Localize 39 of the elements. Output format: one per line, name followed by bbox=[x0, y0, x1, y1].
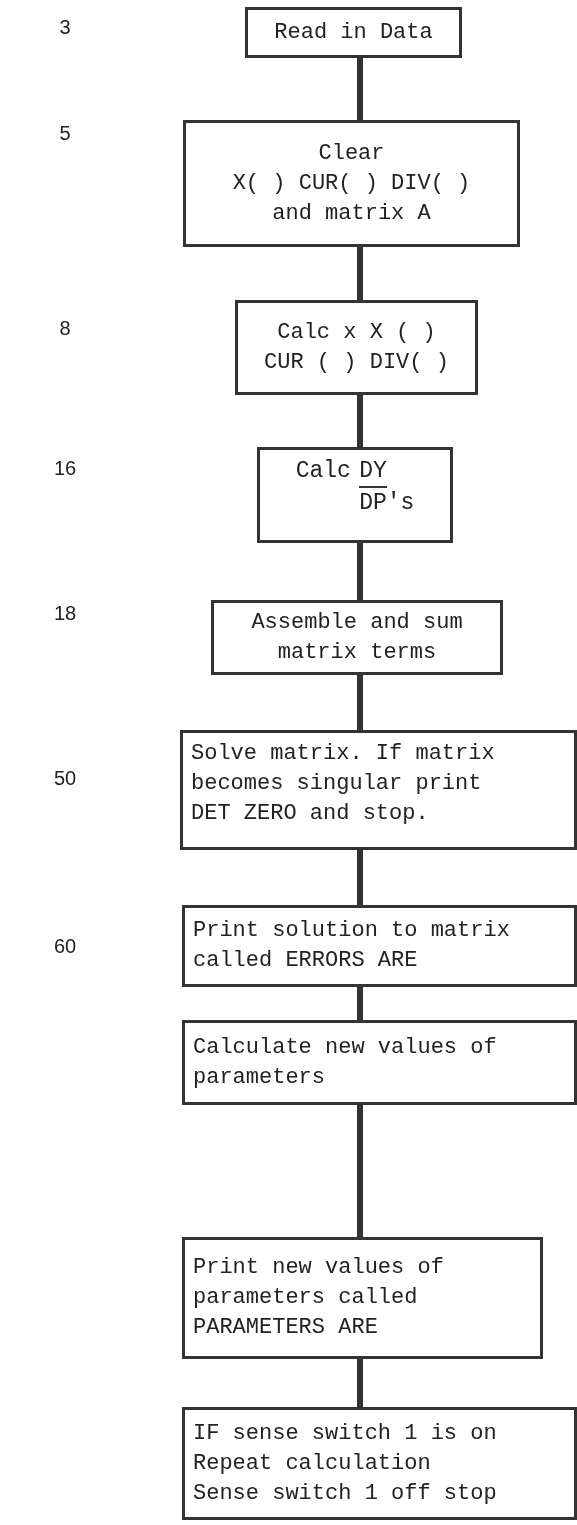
step-text: Read in Data bbox=[274, 18, 433, 47]
connector-line bbox=[357, 1359, 363, 1407]
line-number: 8 bbox=[58, 317, 72, 340]
process-box bbox=[211, 600, 503, 675]
process-box bbox=[245, 7, 462, 58]
process-box bbox=[183, 120, 520, 247]
line-number: 50 bbox=[52, 767, 78, 790]
process-box bbox=[182, 1020, 577, 1105]
step-text: Solve matrix. If matrix becomes singular print DET ZERO and stop. bbox=[191, 740, 496, 828]
connector-line bbox=[357, 247, 363, 300]
step-text: Clear bbox=[318, 139, 385, 168]
line-number: 3 bbox=[58, 16, 72, 39]
line-number: 18 bbox=[52, 602, 78, 625]
connector-line bbox=[357, 987, 363, 1020]
process-box bbox=[257, 447, 453, 543]
process-box bbox=[180, 730, 577, 850]
line-number: 5 bbox=[58, 122, 72, 145]
connector-line bbox=[357, 675, 363, 730]
step-text: Calc bbox=[295, 457, 351, 486]
connector-line bbox=[357, 58, 363, 120]
step-text: Assemble and sum matrix terms bbox=[250, 608, 464, 667]
step-text: X( ) CUR( ) DIV( ) and matrix A bbox=[231, 169, 472, 228]
process-box bbox=[182, 1237, 543, 1359]
connector-line bbox=[357, 395, 363, 447]
step-text: Calculate new values of parameters bbox=[193, 1033, 498, 1092]
fraction-denominator: DP's bbox=[359, 489, 415, 518]
step-text: Print new values of parameters called PARAMETERS ARE bbox=[193, 1254, 445, 1342]
process-box bbox=[182, 905, 577, 987]
fraction-numerator: DY bbox=[359, 456, 387, 488]
step-text: Calc x X ( ) CUR ( ) DIV( ) bbox=[263, 318, 450, 377]
process-box bbox=[182, 1407, 577, 1520]
connector-line bbox=[357, 850, 363, 905]
process-box bbox=[235, 300, 478, 395]
line-number: 60 bbox=[52, 935, 78, 958]
connector-line bbox=[357, 1105, 363, 1237]
line-number: 16 bbox=[52, 457, 78, 480]
step-text: IF sense switch 1 is on Repeat calculation Sense switch 1 off stop bbox=[193, 1419, 498, 1508]
connector-line bbox=[357, 543, 363, 600]
step-text: Print solution to matrix called ERRORS ARE bbox=[193, 917, 511, 975]
